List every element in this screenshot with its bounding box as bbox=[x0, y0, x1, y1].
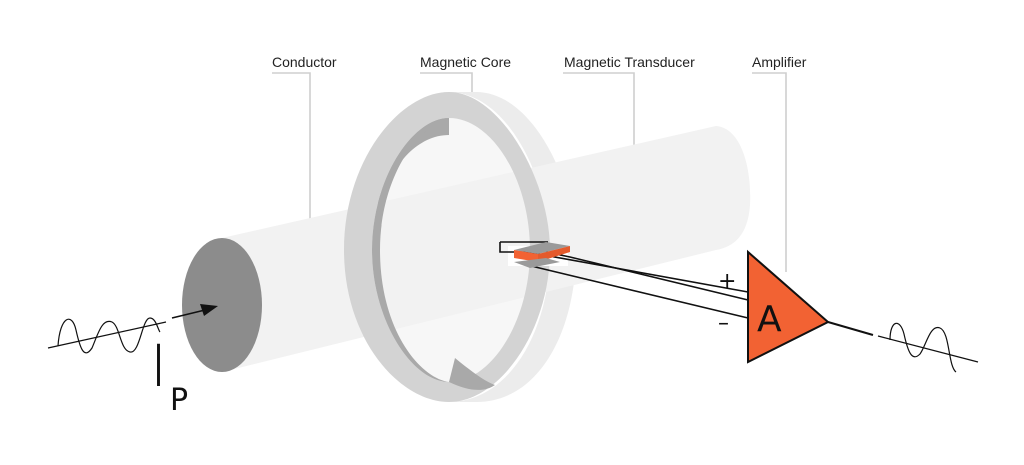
arrow-head-icon bbox=[200, 304, 218, 316]
magnetic-core-inner-rim bbox=[372, 118, 449, 382]
amplifier: A + – bbox=[718, 249, 874, 364]
input-signal bbox=[47, 317, 167, 354]
conductor-end-face bbox=[182, 238, 262, 372]
component-labels: Conductor Magnetic Core Magnetic Transdu… bbox=[272, 54, 807, 70]
amplifier-output-line bbox=[827, 321, 874, 336]
amplifier-symbol: A bbox=[757, 299, 782, 340]
label-amplifier: Amplifier bbox=[752, 54, 807, 70]
output-signal-axis bbox=[877, 335, 979, 363]
label-magnetic-transducer: Magnetic Transducer bbox=[564, 54, 695, 70]
wire-positive bbox=[499, 242, 749, 293]
amplifier-leader bbox=[752, 72, 787, 272]
current-symbol-main: I bbox=[150, 332, 167, 400]
plus-sign: + bbox=[718, 269, 736, 294]
amplifier-triangle bbox=[747, 249, 830, 364]
label-conductor: Conductor bbox=[272, 54, 337, 70]
conductor-leader bbox=[272, 72, 311, 282]
input-signal-axis bbox=[47, 321, 167, 349]
magnetic-transducer bbox=[514, 242, 570, 268]
output-sine-wave bbox=[889, 322, 957, 373]
current-symbol-subscript: P bbox=[170, 383, 188, 418]
current-arrow bbox=[171, 304, 218, 319]
minus-sign: – bbox=[718, 311, 729, 336]
label-magnetic-core: Magnetic Core bbox=[420, 54, 511, 70]
current-symbol: I P bbox=[150, 332, 188, 418]
input-sine-wave bbox=[57, 317, 161, 354]
output-signal bbox=[877, 322, 979, 373]
magnetic-core-leader bbox=[420, 72, 473, 96]
